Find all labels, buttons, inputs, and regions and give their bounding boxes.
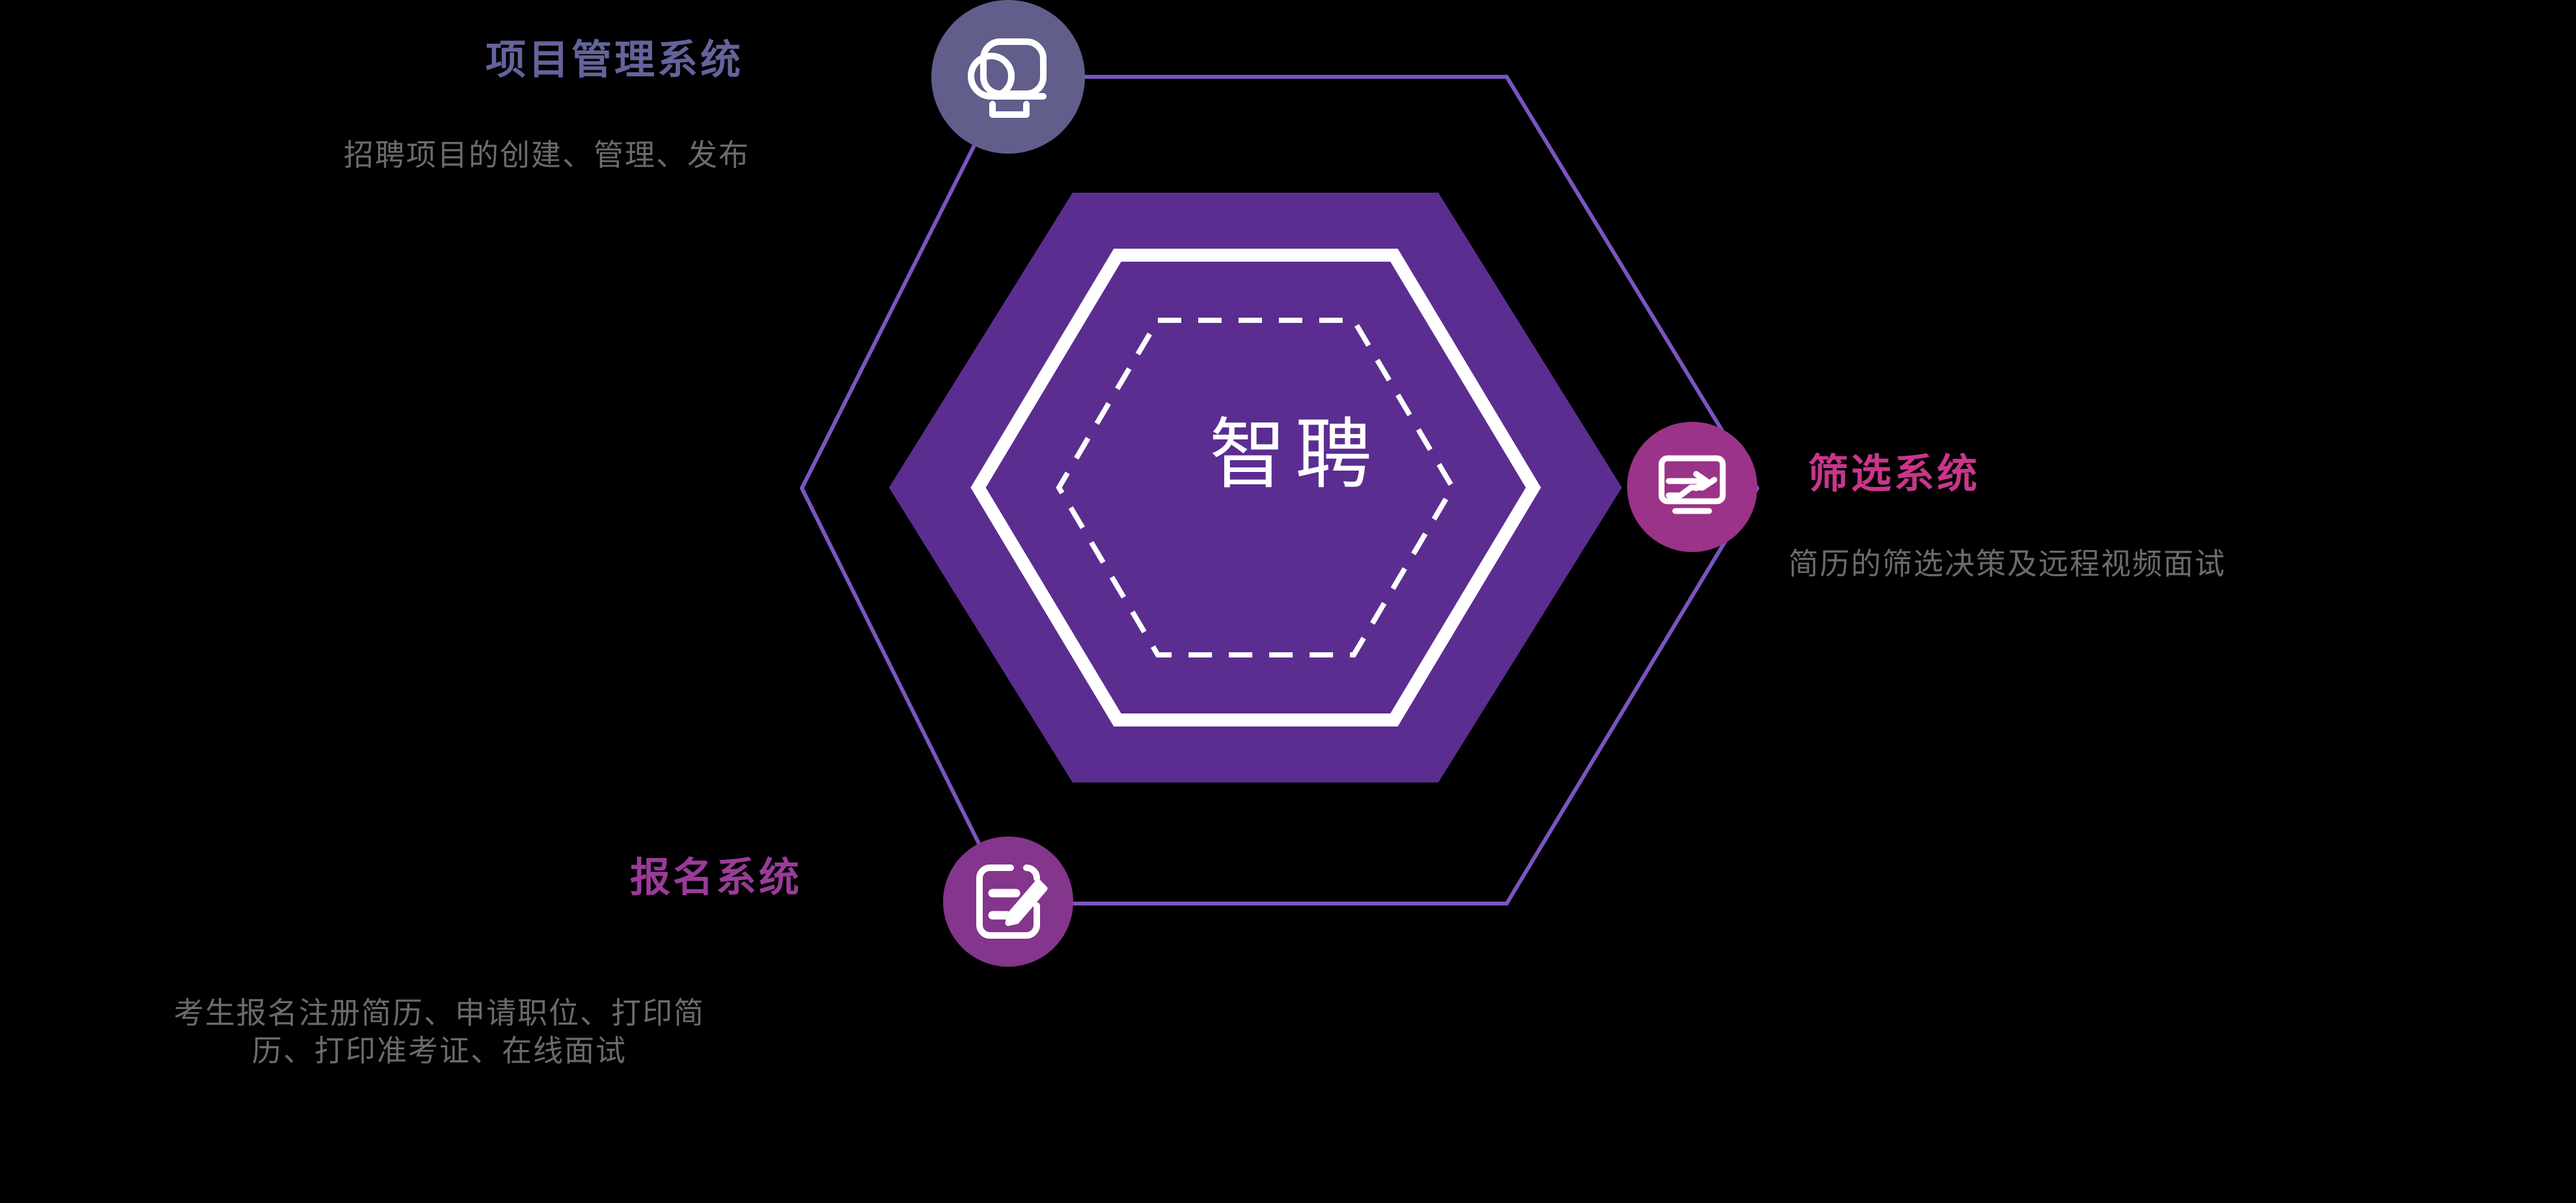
node-registration[interactable] [943, 837, 1073, 967]
registration-badge[interactable] [943, 837, 1073, 967]
registration-description: 考生报名注册简历、申请职位、打印简 历、打印准考证、在线面试 [174, 996, 705, 1068]
connector-hexagon-outline [799, 75, 1760, 906]
project-management-description: 招聘项目的创建、管理、发布 [344, 138, 750, 172]
project-management-title: 项目管理系统 [486, 38, 744, 83]
screening-description: 简历的筛选决策及远程视频面试 [1788, 547, 2226, 581]
registration-title: 报名系统 [630, 855, 802, 900]
monitor-chart-icon [1658, 455, 1726, 514]
node-screening[interactable] [1627, 422, 1757, 552]
document-pencil-icon [976, 864, 1048, 939]
monitor-presentation-icon [968, 38, 1047, 118]
screening-title: 筛选系统 [1808, 452, 1980, 497]
center-hexagon-inner-outline [970, 249, 1541, 726]
node-project-management[interactable] [931, 0, 1085, 154]
center-hexagon-label: 智聘 [1209, 412, 1381, 498]
center-hexagon-dashed-outline [1056, 318, 1456, 657]
